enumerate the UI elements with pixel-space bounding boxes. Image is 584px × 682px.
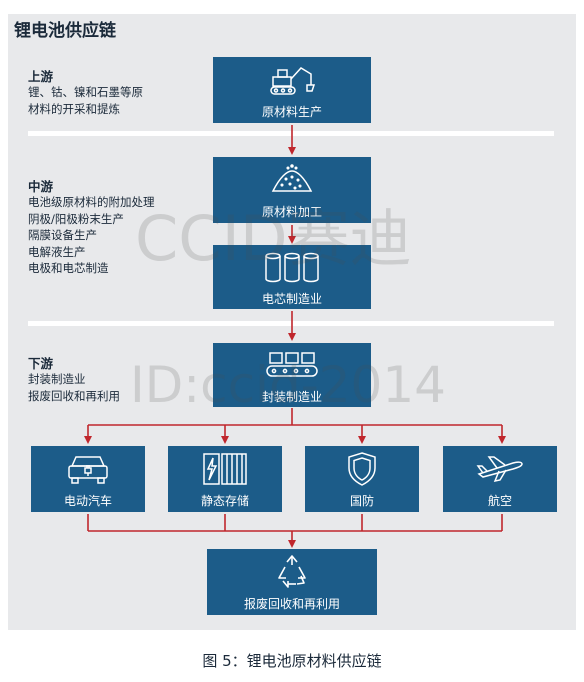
box-packaging-manufacturing: 封装制造业 — [213, 343, 371, 407]
midstream-heading: 中游 — [28, 179, 54, 194]
midstream-line: 电极和电芯制造 — [28, 261, 109, 275]
box-label: 航空 — [487, 494, 512, 508]
box-defense: 国防 — [305, 446, 419, 512]
powder-pile-icon — [271, 164, 313, 192]
downstream-description: 封装制造业 报废回收和再利用 — [28, 371, 120, 404]
upstream-line: 材料的开采和提炼 — [28, 101, 120, 116]
midstream-line: 电池级原材料的附加处理 — [28, 195, 155, 209]
downstream-line: 封装制造业 — [28, 372, 86, 386]
conveyor-icon — [266, 352, 318, 377]
box-label: 报废回收和再利用 — [243, 597, 340, 611]
excavator-icon — [270, 67, 316, 95]
diagram-title: 锂电池供应链 — [14, 21, 116, 41]
box-recycling-reuse: 报废回收和再利用 — [207, 549, 377, 615]
downstream-line: 报废回收和再利用 — [28, 388, 120, 403]
box-label: 原材料生产 — [261, 105, 322, 119]
divider-upstream-midstream — [28, 131, 554, 136]
shield-icon — [348, 452, 376, 486]
battery-cells-icon — [265, 252, 319, 283]
watermark-logo: CCID赛迪 — [135, 202, 412, 275]
midstream-line: 隔膜设备生产 — [28, 228, 97, 242]
midstream-line: 电解液生产 — [28, 244, 86, 259]
midstream-line: 阴极/阳极粉末生产 — [28, 211, 124, 226]
box-raw-material-production: 原材料生产 — [213, 57, 371, 123]
airplane-icon — [476, 456, 523, 483]
downstream-heading: 下游 — [28, 356, 54, 371]
upstream-line: 锂、钴、镍和石墨等原 — [28, 85, 143, 99]
box-label: 封装制造业 — [261, 390, 322, 404]
box-stationary-storage: 静态存储 — [168, 446, 282, 512]
box-label: 原材料加工 — [261, 205, 322, 219]
electric-car-icon — [68, 456, 108, 484]
figure-caption: 图 5：锂电池原材料供应链 — [202, 652, 382, 670]
box-cell-manufacturing: 电芯制造业 — [213, 245, 371, 309]
box-raw-material-processing: 原材料加工 — [213, 157, 371, 223]
box-label: 国防 — [349, 494, 374, 508]
upstream-description: 锂、钴、镍和石墨等原 材料的开采和提炼 — [28, 84, 143, 117]
box-label: 电芯制造业 — [261, 292, 322, 306]
divider-midstream-downstream — [28, 321, 554, 326]
watermark-id: ID:ccid-2014 — [130, 356, 446, 414]
recycle-icon — [278, 555, 306, 588]
upstream-heading: 上游 — [28, 69, 54, 84]
midstream-description: 电池级原材料的附加处理 阴极/阳极粉末生产 隔膜设备生产 电解液生产 电极和电芯… — [28, 194, 155, 277]
box-electric-vehicle: 电动汽车 — [31, 446, 145, 512]
box-label: 电动汽车 — [63, 494, 112, 508]
storage-battery-icon — [203, 453, 247, 485]
box-aviation: 航空 — [443, 446, 557, 512]
box-label: 静态存储 — [200, 494, 249, 508]
